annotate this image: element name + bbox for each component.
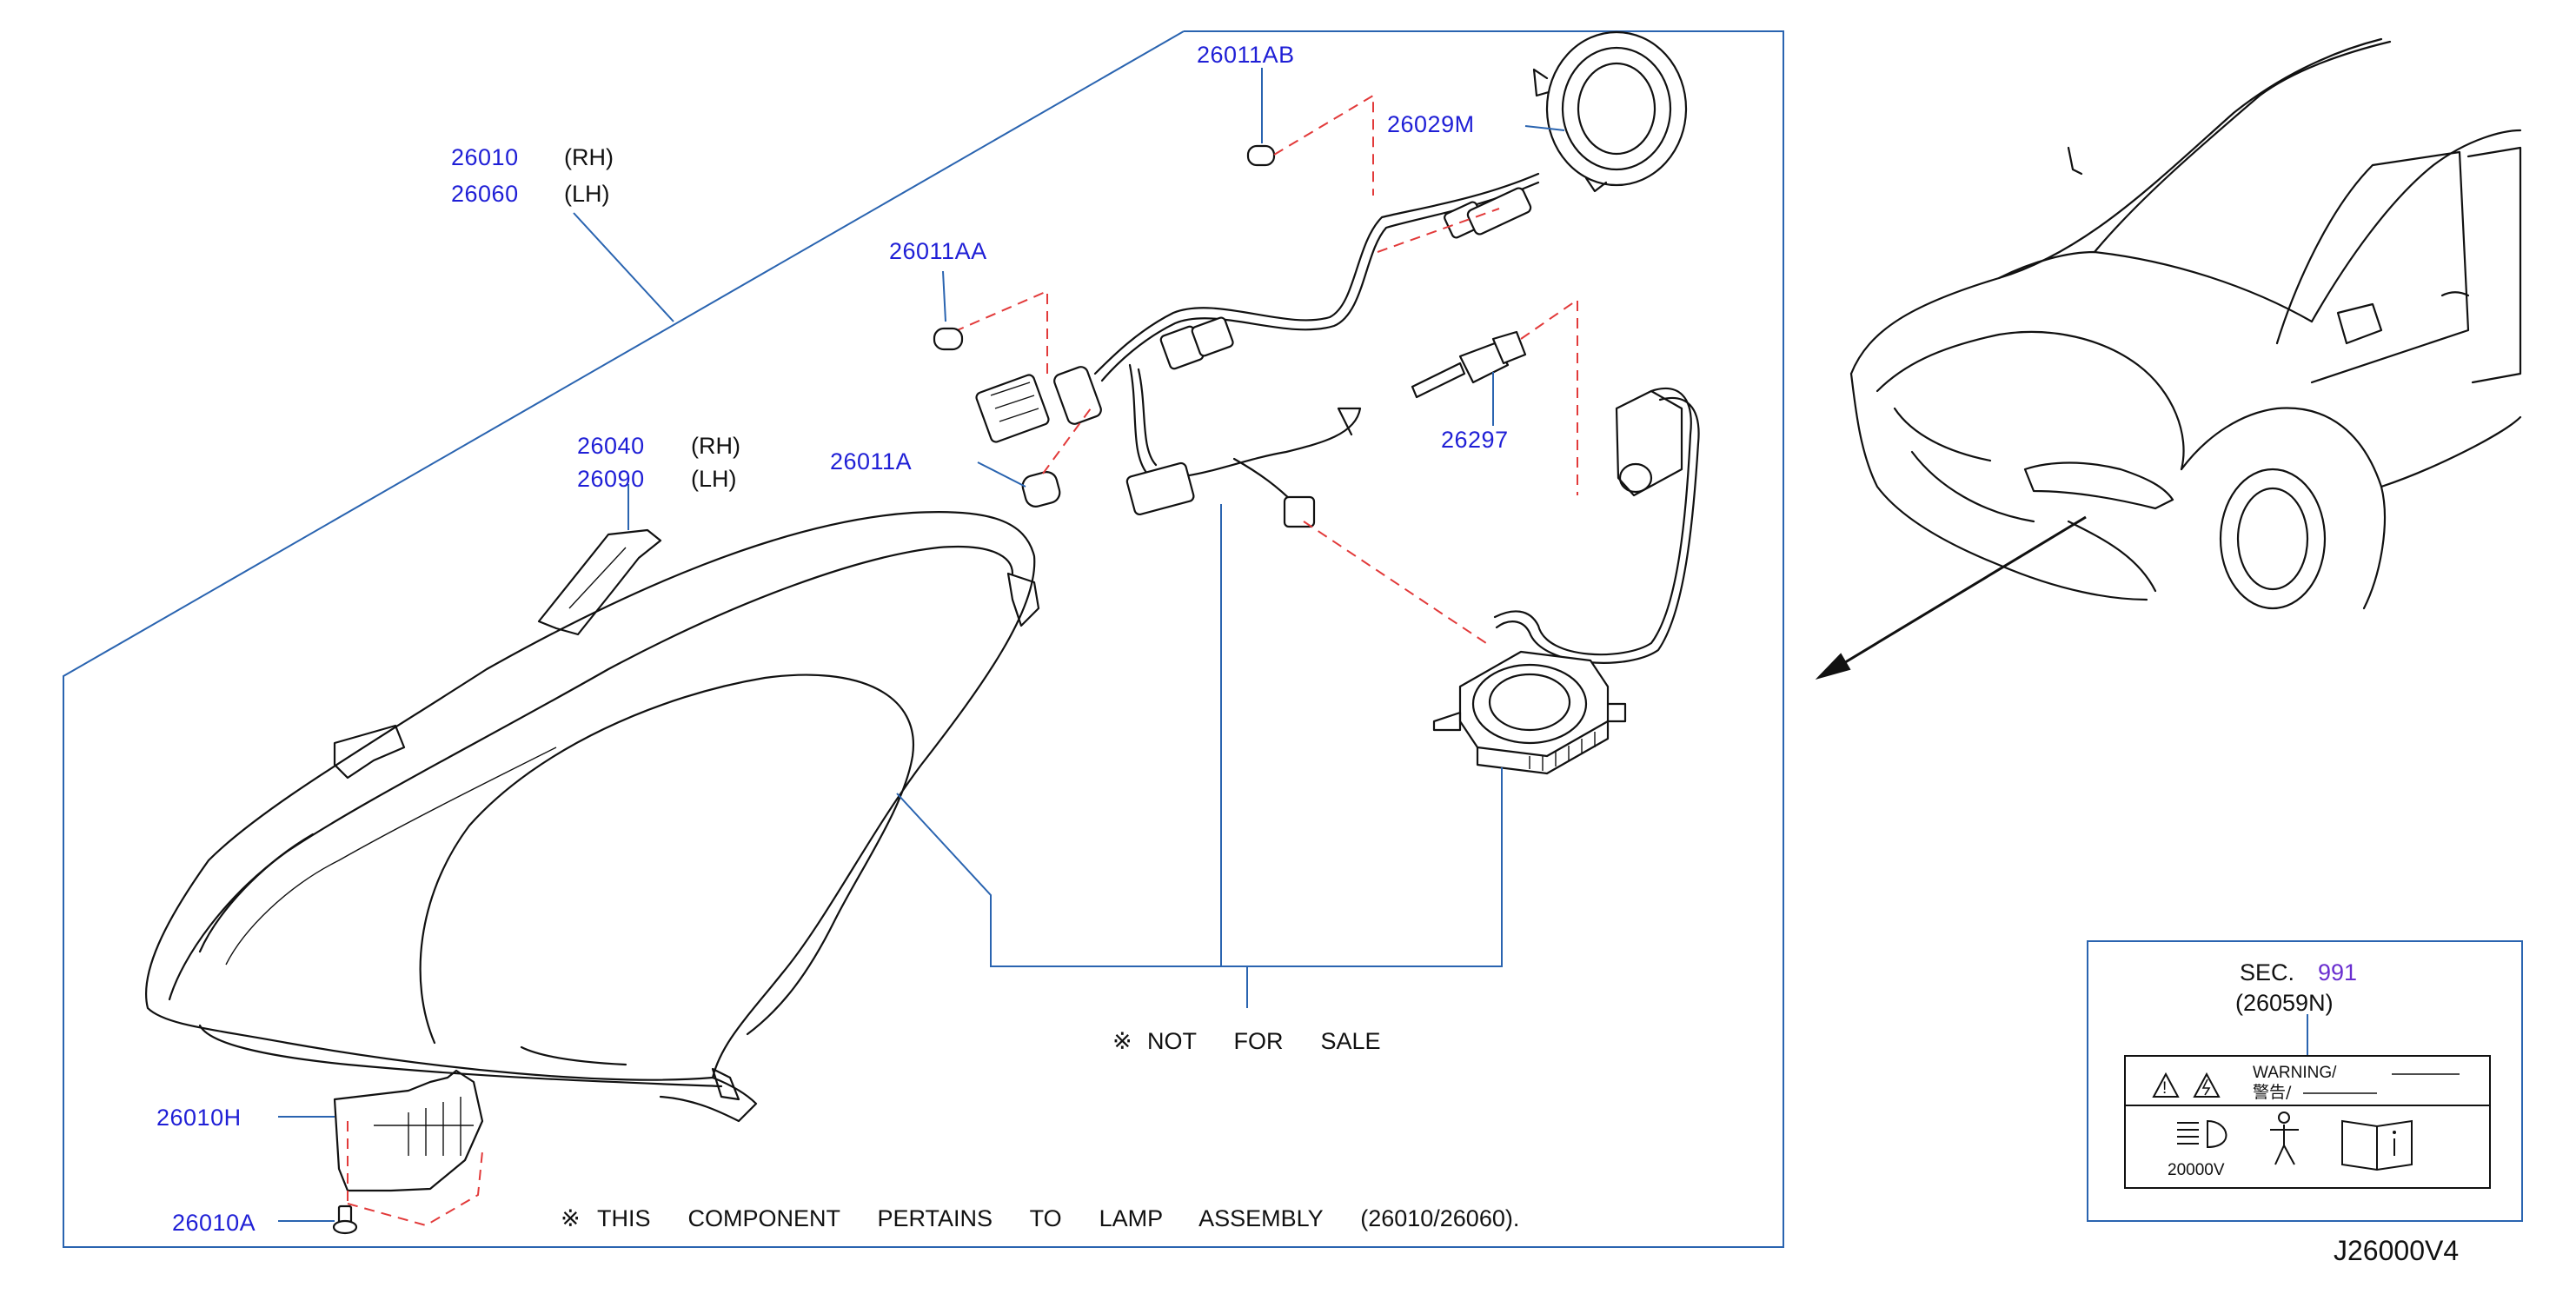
sec-part-number: (26059N) — [2235, 990, 2334, 1016]
ballast-drawing — [1303, 521, 1627, 775]
warning-triangle-icon — [2152, 1072, 2180, 1098]
warning-text-jp: 警告/ — [2253, 1083, 2292, 1102]
vehicle-illustration — [1849, 37, 2522, 610]
manual-book-icon — [2341, 1119, 2413, 1171]
side-label-lh-2: (LH) — [691, 466, 737, 492]
part-number-26060[interactable]: 26060 — [451, 181, 519, 207]
bulb-26011AA-drawing — [933, 327, 964, 351]
side-label-lh: (LH) — [564, 181, 610, 207]
svg-text:!: ! — [2162, 1079, 2167, 1098]
part-number-26010H[interactable]: 26010H — [156, 1105, 242, 1131]
voltage-text: 20000V — [2168, 1161, 2225, 1179]
main-frame — [63, 30, 1784, 1248]
diagram-id: J26000V4 — [2334, 1235, 2459, 1266]
bracket-26040-drawing — [537, 528, 662, 636]
not-for-sale-note: NOT FOR SALE — [1147, 1028, 1381, 1054]
bracket-26010H-drawing — [333, 1069, 484, 1227]
xenon-bulb-26297-drawing — [1411, 298, 1578, 495]
part-number-26010[interactable]: 26010 — [451, 144, 519, 170]
part-number-26090[interactable]: 26090 — [577, 466, 645, 492]
side-label-rh: (RH) — [564, 144, 614, 170]
warning-text: WARNING/ — [2253, 1064, 2337, 1082]
headlamp-assembly-drawing — [145, 510, 1040, 1123]
part-number-26011AA[interactable]: 26011AA — [889, 238, 987, 264]
part-number-26011A[interactable]: 26011A — [830, 448, 912, 474]
part-number-26297[interactable]: 26297 — [1441, 427, 1509, 453]
pertains-note: THIS COMPONENT PERTAINS TO LAMP ASSEMBLY… — [597, 1205, 1519, 1231]
wiring-harness-drawing — [946, 172, 1540, 528]
warning-label-drawing: ! WARNING/ 警告/ 20000V — [2124, 1055, 2491, 1189]
view-arrow — [1815, 515, 2087, 680]
not-for-sale-mark: ※ — [1112, 1028, 1132, 1054]
screw-26010A-drawing — [332, 1204, 358, 1235]
person-icon — [2270, 1112, 2299, 1165]
sec-number-link[interactable]: 991 — [2318, 959, 2357, 985]
part-number-26040[interactable]: 26040 — [577, 433, 645, 459]
shock-triangle-icon — [2193, 1072, 2221, 1098]
bulb-26011A-drawing — [1021, 408, 1092, 508]
pertains-mark: ※ — [561, 1205, 581, 1231]
section-reference-box: SEC. 991 (26059N) ! WARNING/ 警告/ — [2087, 940, 2523, 1222]
bulb-26011AB-drawing — [1246, 94, 1374, 196]
leader-lines — [278, 68, 2308, 1222]
part-number-26011AB[interactable]: 26011AB — [1197, 42, 1295, 68]
sec-label: SEC. — [2240, 959, 2294, 985]
part-number-26029M[interactable]: 26029M — [1387, 111, 1475, 137]
part-number-26010A[interactable]: 26010A — [172, 1210, 256, 1236]
igniter-drawing — [1493, 387, 1700, 664]
headlight-beam-icon — [2177, 1119, 2227, 1149]
side-label-rh-2: (RH) — [691, 433, 740, 459]
cap-26029M-drawing — [1532, 30, 1688, 193]
